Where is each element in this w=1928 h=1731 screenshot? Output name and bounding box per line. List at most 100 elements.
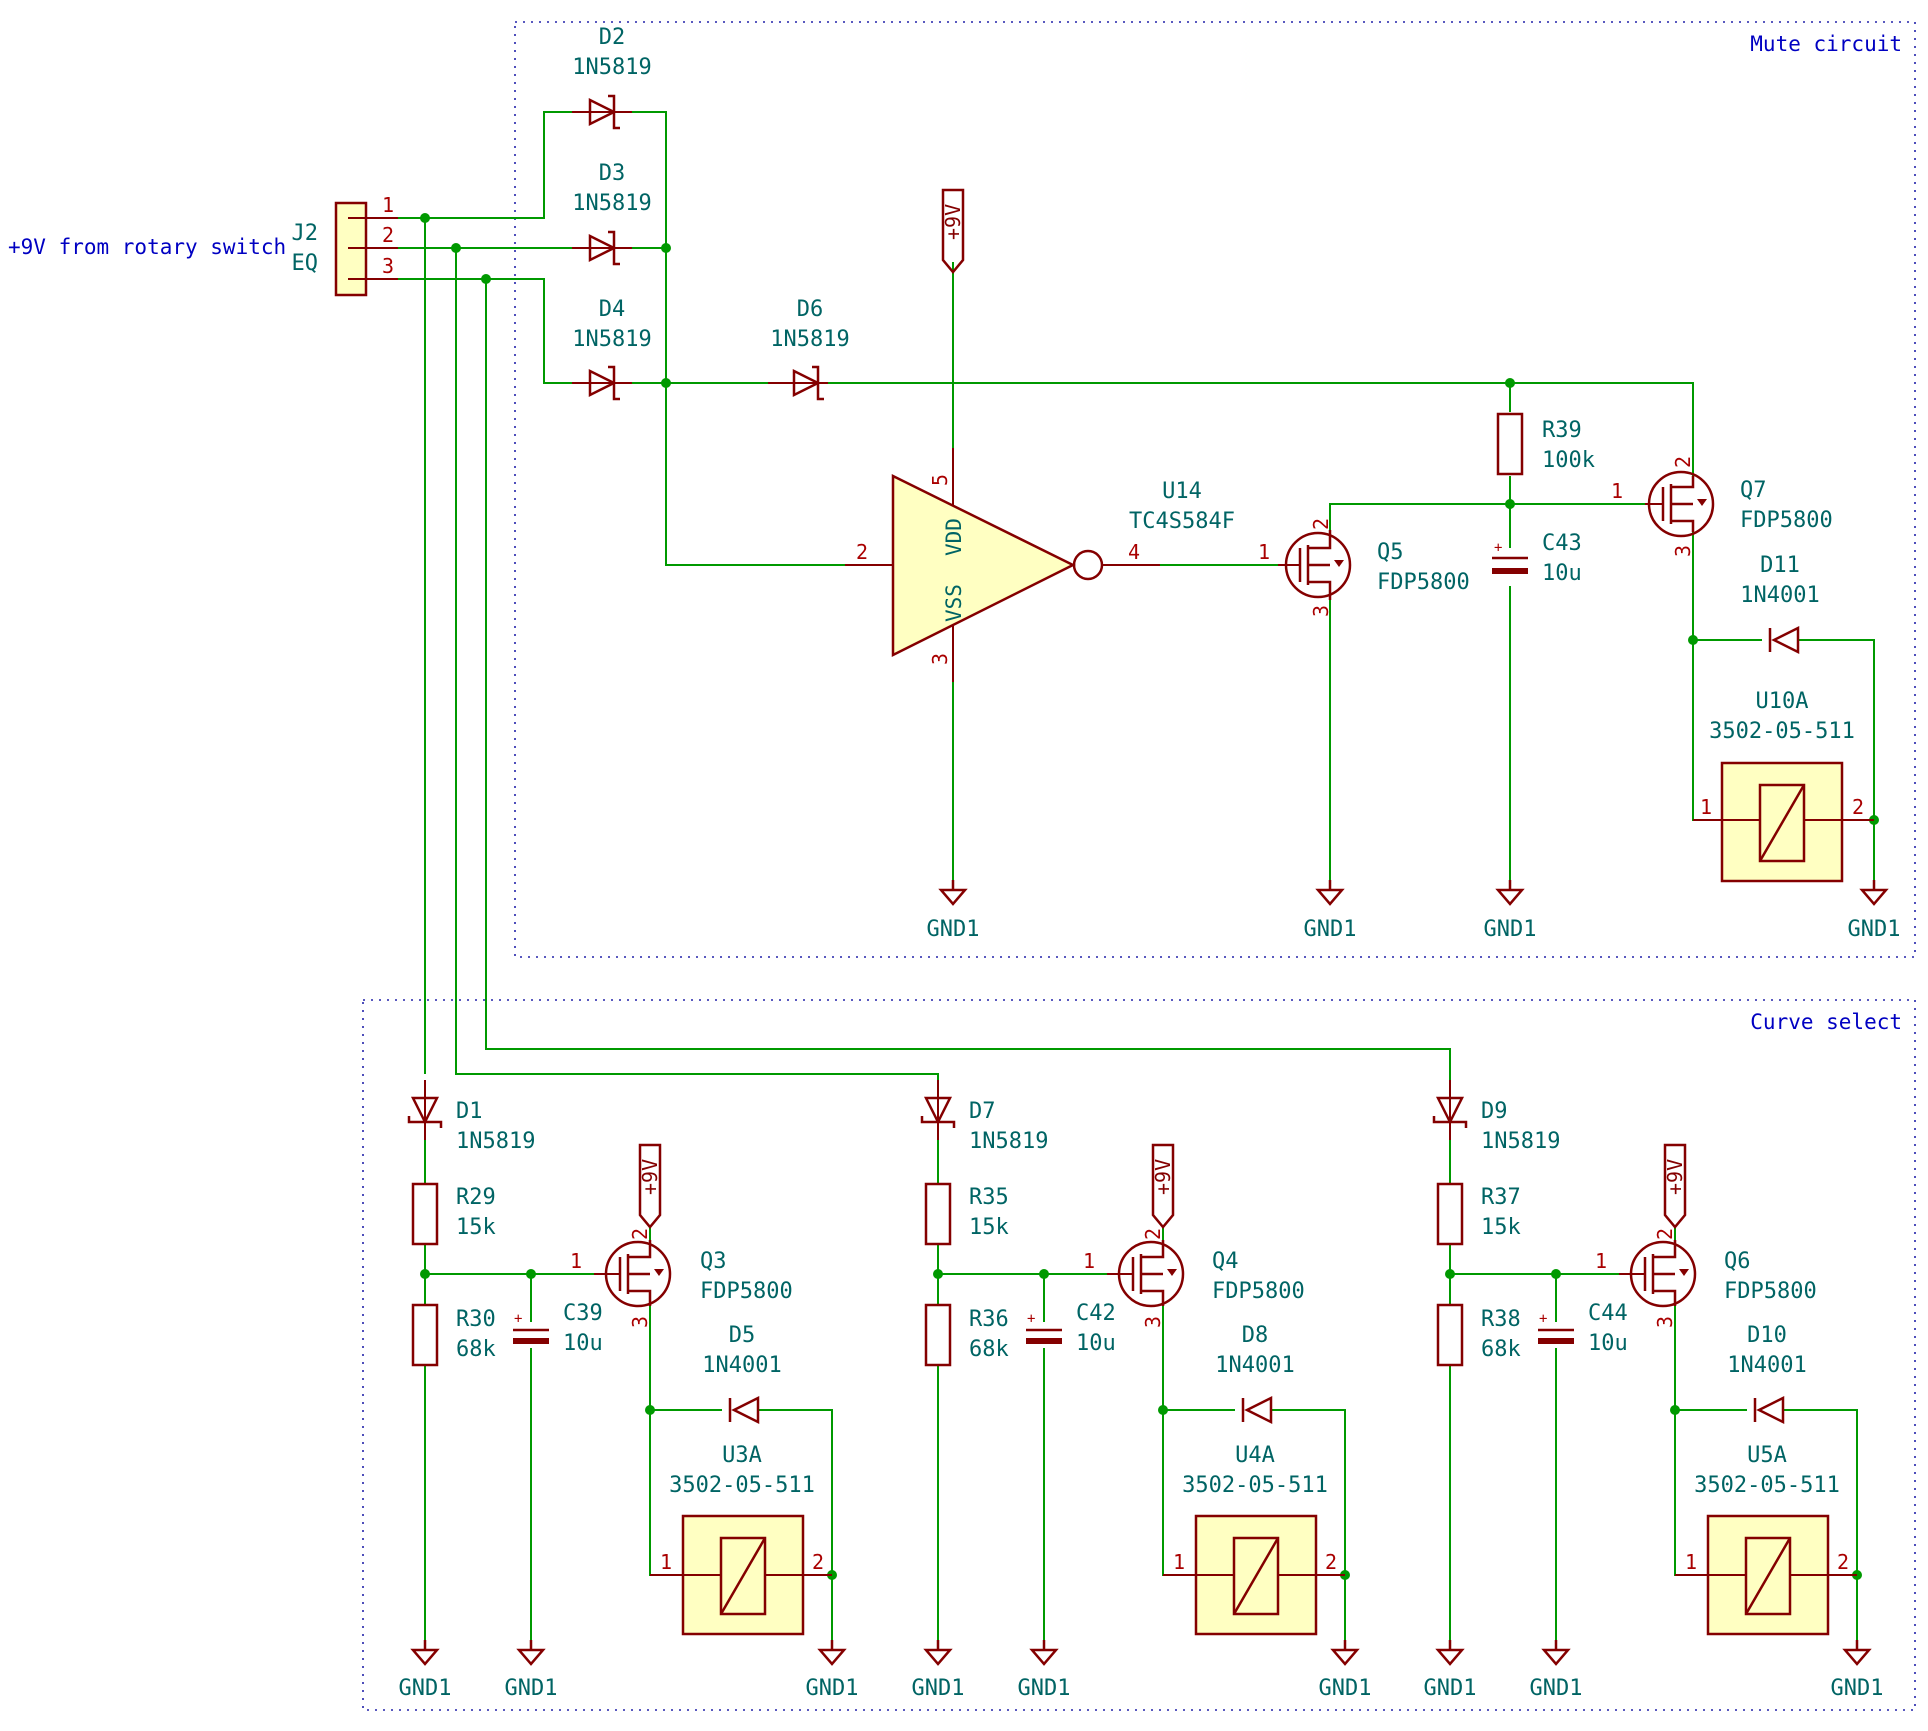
svg-text:2: 2 — [1852, 795, 1864, 819]
svg-text:FDP5800: FDP5800 — [1212, 1279, 1305, 1304]
diode-d7: D7 1N5819 — [920, 1080, 1048, 1154]
svg-text:1: 1 — [1611, 479, 1623, 503]
svg-text:2: 2 — [1671, 456, 1695, 468]
diode-d9: D9 1N5819 — [1432, 1080, 1560, 1154]
svg-text:10u: 10u — [1542, 561, 1582, 586]
gnd-c39: GND1 — [505, 1638, 558, 1701]
svg-text:C44: C44 — [1588, 1301, 1628, 1326]
svg-text:+: + — [1027, 1311, 1035, 1327]
svg-text:+: + — [1539, 1311, 1547, 1327]
svg-text:3: 3 — [628, 1316, 652, 1328]
svg-text:D5: D5 — [729, 1323, 756, 1348]
svg-text:2: 2 — [1837, 1550, 1849, 1574]
gnd-c43: GND1 — [1484, 878, 1537, 942]
svg-text:1N5819: 1N5819 — [572, 327, 651, 352]
mosfet-q6: 1 2 3 Q6 FDP5800 — [1595, 1228, 1817, 1328]
svg-text:VDD: VDD — [942, 518, 966, 556]
svg-text:15k: 15k — [1481, 1215, 1521, 1240]
svg-text:1N4001: 1N4001 — [1740, 583, 1819, 608]
svg-text:U5A: U5A — [1747, 1443, 1787, 1468]
svg-text:GND1: GND1 — [1484, 917, 1537, 942]
svg-text:3502-05-511: 3502-05-511 — [1182, 1473, 1328, 1498]
svg-text:2: 2 — [628, 1228, 652, 1240]
svg-text:3: 3 — [1141, 1316, 1165, 1328]
relay-u3a: 1 2 U3A 3502-05-511 — [650, 1443, 832, 1636]
svg-text:GND1: GND1 — [1831, 1676, 1884, 1701]
inverter-u14: 5 3 2 4 VDD VSS U14 TC4S584F — [845, 448, 1235, 682]
svg-text:2: 2 — [1141, 1228, 1165, 1240]
svg-text:+: + — [514, 1311, 522, 1327]
svg-text:FDP5800: FDP5800 — [700, 1279, 793, 1304]
svg-text:D10: D10 — [1747, 1323, 1787, 1348]
svg-text:3: 3 — [1671, 545, 1695, 557]
svg-text:FDP5800: FDP5800 — [1377, 570, 1470, 595]
diode-d11: D11 1N4001 — [1740, 553, 1820, 655]
svg-text:GND1: GND1 — [1018, 1676, 1071, 1701]
svg-text:GND1: GND1 — [1304, 917, 1357, 942]
gnd-c44: GND1 — [1530, 1638, 1582, 1701]
svg-text:R30: R30 — [456, 1307, 496, 1332]
svg-text:R37: R37 — [1481, 1185, 1521, 1210]
svg-text:10u: 10u — [563, 1331, 603, 1356]
mosfet-q3: 1 2 3 Q3 FDP5800 — [570, 1228, 793, 1328]
svg-text:1N4001: 1N4001 — [1727, 1353, 1806, 1378]
svg-text:GND1: GND1 — [399, 1676, 452, 1701]
svg-text:GND1: GND1 — [912, 1676, 965, 1701]
svg-text:1N5819: 1N5819 — [456, 1129, 535, 1154]
svg-text:3502-05-511: 3502-05-511 — [1694, 1473, 1840, 1498]
svg-text:Q7: Q7 — [1740, 478, 1767, 503]
svg-text:3: 3 — [1653, 1316, 1677, 1328]
capacitor-c42: + C42 10u — [1026, 1301, 1116, 1356]
svg-text:D6: D6 — [797, 297, 824, 322]
svg-text:R35: R35 — [969, 1185, 1009, 1210]
svg-text:U3A: U3A — [722, 1443, 762, 1468]
diode-d1: D1 1N5819 — [407, 1080, 535, 1154]
svg-text:GND1: GND1 — [505, 1676, 558, 1701]
svg-text:10u: 10u — [1076, 1331, 1116, 1356]
svg-text:4: 4 — [1128, 540, 1140, 564]
svg-text:FDP5800: FDP5800 — [1740, 508, 1833, 533]
svg-text:2: 2 — [382, 223, 394, 247]
relay-u5a: 1 2 U5A 3502-05-511 — [1675, 1443, 1857, 1636]
svg-text:3502-05-511: 3502-05-511 — [669, 1473, 815, 1498]
vcc-flag-q4: +9V — [1151, 1143, 1175, 1229]
svg-text:C39: C39 — [563, 1301, 603, 1326]
svg-text:TC4S584F: TC4S584F — [1129, 509, 1235, 534]
svg-text:R36: R36 — [969, 1307, 1009, 1332]
svg-text:GND1: GND1 — [1848, 917, 1901, 942]
svg-text:+9V: +9V — [941, 204, 965, 240]
svg-text:1: 1 — [382, 193, 394, 217]
svg-text:1: 1 — [1595, 1249, 1607, 1273]
gnd-r30: GND1 — [399, 1638, 452, 1701]
capacitor-c39: + C39 10u — [513, 1301, 603, 1356]
svg-text:3: 3 — [1309, 605, 1333, 617]
svg-text:D2: D2 — [599, 25, 626, 50]
svg-text:1: 1 — [1083, 1249, 1095, 1273]
diode-d10: D10 1N4001 — [1727, 1323, 1807, 1425]
vcc-flag-q6: +9V — [1663, 1143, 1687, 1229]
svg-text:1N5819: 1N5819 — [572, 191, 651, 216]
svg-text:10u: 10u — [1588, 1331, 1628, 1356]
svg-text:1N5819: 1N5819 — [770, 327, 849, 352]
svg-text:+9V: +9V — [638, 1159, 662, 1195]
svg-text:Q3: Q3 — [700, 1249, 727, 1274]
svg-text:1: 1 — [660, 1550, 672, 1574]
svg-text:GND1: GND1 — [927, 917, 980, 942]
svg-text:1N4001: 1N4001 — [1215, 1353, 1294, 1378]
svg-text:U14: U14 — [1162, 479, 1202, 504]
svg-text:GND1: GND1 — [1319, 1676, 1372, 1701]
svg-text:3502-05-511: 3502-05-511 — [1709, 719, 1855, 744]
svg-text:C42: C42 — [1076, 1301, 1116, 1326]
svg-text:R29: R29 — [456, 1185, 496, 1210]
svg-text:1N5819: 1N5819 — [572, 55, 651, 80]
j2-ref: J2 — [292, 221, 319, 246]
vcc-flag-u14: +9V — [941, 188, 965, 274]
junctions — [420, 213, 1879, 1580]
mosfet-q5: 1 2 3 Q5 FDP5800 — [1258, 518, 1470, 617]
svg-text:GND1: GND1 — [1424, 1676, 1477, 1701]
resistor-r39: R39 100k — [1496, 412, 1595, 476]
